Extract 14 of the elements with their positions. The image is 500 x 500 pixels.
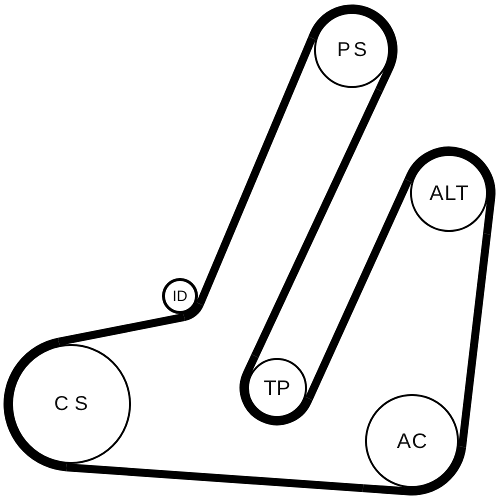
- belt-segment: [196, 36, 316, 306]
- pulley-circle: [410, 154, 488, 232]
- belt-segment: [305, 178, 412, 400]
- belt-segment: [251, 88, 383, 358]
- pulley-label: ID: [172, 288, 188, 304]
- pulley-label: ALT: [428, 182, 470, 204]
- belt-segment: [458, 234, 491, 448]
- pulley-circle: [162, 278, 198, 314]
- pulley-label: PS: [336, 40, 370, 60]
- pulley-label: CS: [53, 394, 94, 414]
- belt-segment: [58, 313, 185, 346]
- pulley-label: TP: [264, 378, 290, 398]
- belt-segment: [66, 463, 364, 492]
- pulley-label: AC: [396, 430, 428, 452]
